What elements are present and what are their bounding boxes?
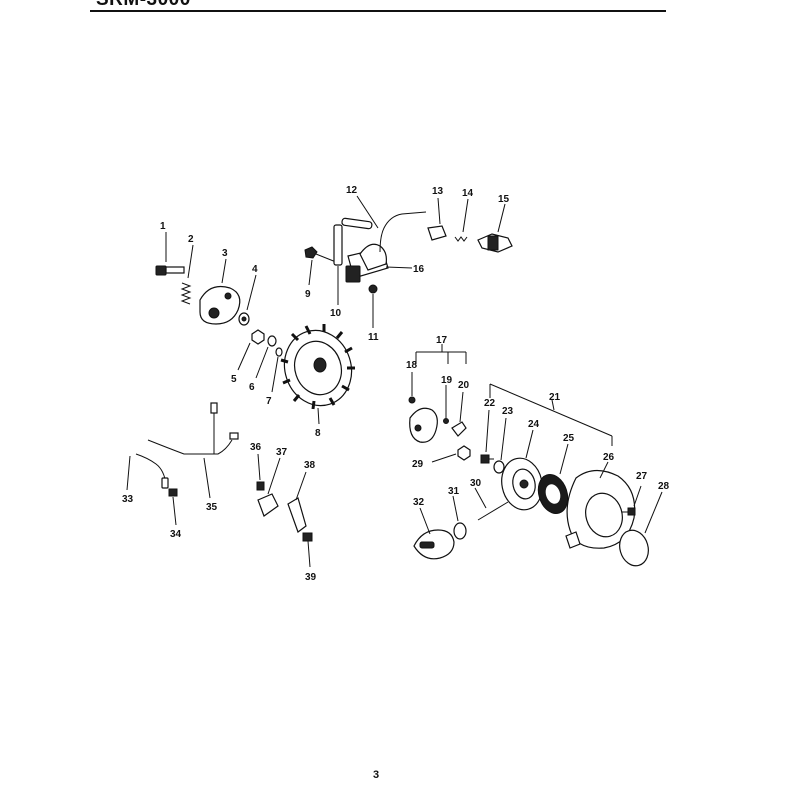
part-25-spring (537, 443, 569, 515)
callout-15: 15 (498, 194, 510, 205)
part-39-screw (302, 532, 313, 568)
callout-29: 29 (412, 459, 424, 470)
callout-8: 8 (315, 428, 321, 439)
callout-24: 24 (528, 419, 540, 430)
part-18-washer (408, 372, 416, 404)
callout-28: 28 (658, 481, 670, 492)
callout-11: 11 (368, 332, 379, 343)
part-14-spring (454, 198, 469, 242)
part-2-spring (180, 244, 194, 305)
callout-18: 18 (406, 360, 418, 371)
part-15-spark-plug (477, 203, 513, 253)
callout-3: 3 (222, 248, 228, 259)
callout-5: 5 (231, 374, 237, 385)
part-24-reel (501, 429, 543, 511)
callout-22: 22 (484, 398, 496, 409)
part-4-washer (238, 274, 257, 326)
callout-12: 12 (346, 185, 358, 196)
callout-17: 17 (436, 335, 448, 346)
page-number: 3 (373, 769, 380, 781)
callout-38: 38 (304, 460, 316, 471)
callout-6: 6 (249, 382, 255, 393)
part-33-wire-lead (126, 453, 169, 491)
part-16-ignition-coil (345, 243, 413, 283)
part-38-plate (287, 471, 307, 533)
part-3-clutch (199, 258, 241, 325)
header-rule (90, 10, 666, 12)
part-23-washer (493, 417, 507, 474)
callout-32: 32 (413, 497, 425, 508)
part-30-rope (474, 487, 509, 521)
callout-13: 13 (432, 186, 444, 197)
part-21-group-bracket (489, 383, 613, 446)
callout-35: 35 (206, 502, 218, 513)
callout-16: 16 (413, 264, 425, 275)
part-17-group-bracket (415, 344, 467, 364)
callout-4: 4 (252, 264, 258, 275)
callout-39: 39 (305, 572, 317, 583)
part-11-screw (368, 284, 378, 328)
part-32-handle (413, 507, 455, 560)
callout-31: 31 (448, 486, 460, 497)
callout-labels: 1 2 3 4 5 6 7 8 9 10 11 12 13 14 15 16 1… (122, 185, 670, 583)
part-8-flywheel (280, 324, 355, 425)
part-20-pawl (451, 391, 467, 437)
part-19-spring (443, 385, 449, 424)
callout-21: 21 (549, 392, 561, 403)
callout-14: 14 (462, 188, 474, 199)
callout-37: 37 (276, 447, 288, 458)
part-37-bracket (257, 457, 281, 517)
callout-2: 2 (188, 234, 194, 245)
model-title: SRM-3000 (96, 0, 191, 11)
callout-7: 7 (266, 396, 272, 407)
part-34-screw (168, 488, 178, 526)
callout-20: 20 (458, 380, 470, 391)
callout-9: 9 (305, 289, 311, 300)
part-10-plate (333, 224, 343, 305)
part-29-nut (431, 445, 471, 463)
part-35-harness (147, 402, 239, 499)
callout-19: 19 (441, 375, 453, 386)
callout-34: 34 (170, 529, 182, 540)
part-13-boot (427, 197, 447, 241)
callout-27: 27 (636, 471, 648, 482)
callout-30: 30 (470, 478, 482, 489)
part-27-screw (622, 485, 642, 516)
part-26-housing (565, 461, 636, 549)
parts-5-6-7-nut-washers (237, 329, 283, 393)
part-9-screw (304, 246, 337, 286)
callout-26: 26 (603, 452, 615, 463)
callout-33: 33 (122, 494, 134, 505)
part-36-screw (256, 453, 265, 491)
callout-1: 1 (160, 221, 166, 232)
callout-25: 25 (563, 433, 575, 444)
part-1-bolt (155, 232, 185, 276)
ratchet-body (409, 407, 438, 443)
callout-36: 36 (250, 442, 262, 453)
part-28-gasket-ring (619, 491, 663, 567)
callout-10: 10 (330, 308, 342, 319)
callout-23: 23 (502, 406, 514, 417)
part-12-high-tension-lead (341, 195, 427, 253)
part-31-bushing (452, 495, 467, 540)
part-22-screw (480, 409, 494, 464)
